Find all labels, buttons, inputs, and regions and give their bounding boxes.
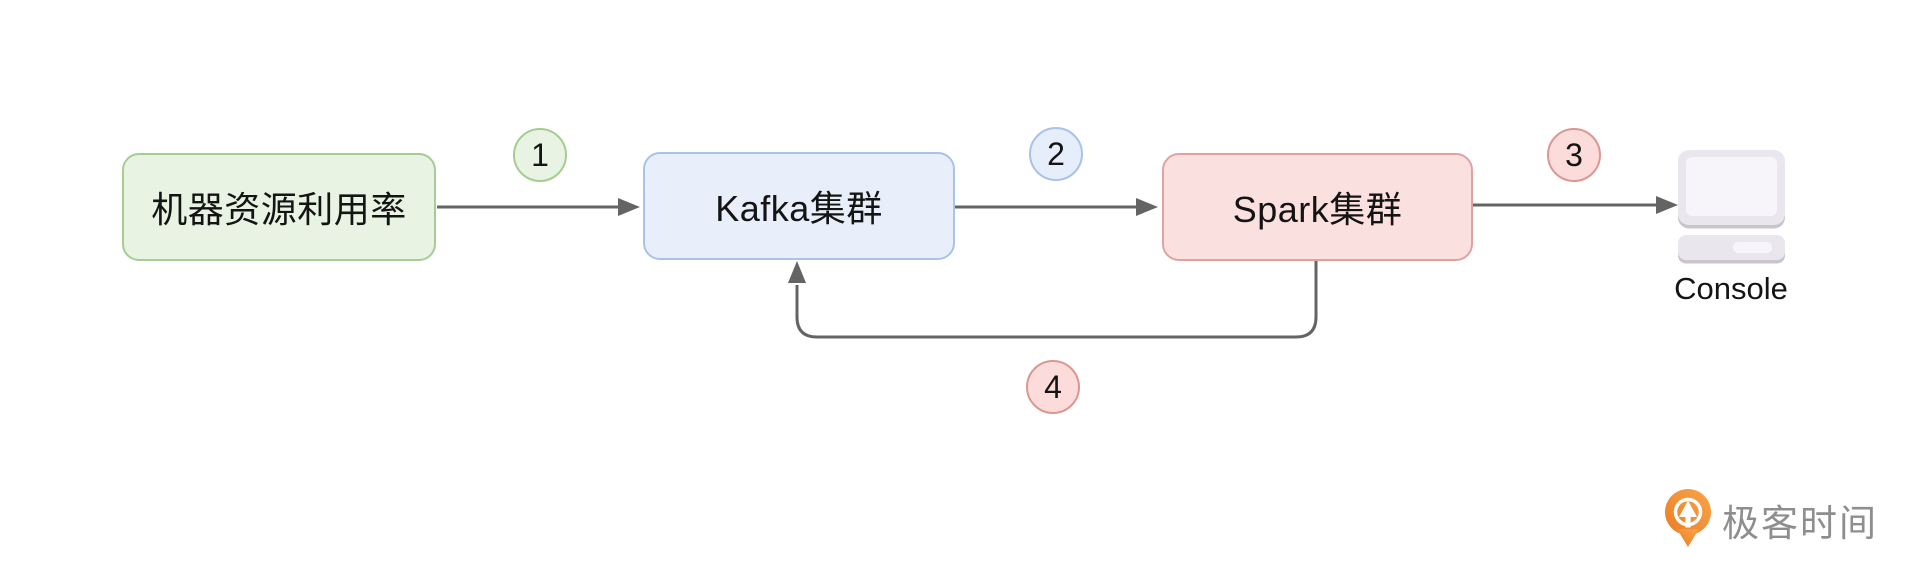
console-label: Console [1674,271,1788,306]
step-badge-4-label: 4 [1044,368,1062,405]
brand-footer: 极客时间 [1664,489,1878,550]
node-kafka-cluster: Kafka集群 [643,152,955,260]
keyboard-icon [1677,235,1785,260]
arrow-spark-to-console [1473,196,1678,214]
arrow-machine-to-kafka [437,198,640,216]
step-badge-3-label: 3 [1565,136,1583,173]
step-badge-3: 3 [1547,128,1601,182]
step-badge-2-label: 2 [1047,135,1065,172]
step-badge-2: 2 [1029,127,1083,181]
monitor-screen [1685,157,1777,216]
node-kafka-label: Kafka集群 [715,188,883,229]
step-badge-1-label: 1 [531,136,549,173]
node-machine-label: 机器资源利用率 [151,189,407,230]
arrow-kafka-to-spark [955,198,1158,216]
monitor-icon [1677,150,1785,225]
node-spark-label: Spark集群 [1232,189,1403,230]
step-badge-4: 4 [1026,360,1080,414]
keyboard-key [1732,242,1772,253]
geektime-logo-icon [1665,489,1711,547]
node-machine-utilization: 机器资源利用率 [122,153,436,261]
node-spark-cluster: Spark集群 [1162,153,1473,261]
step-badge-1: 1 [513,128,567,182]
arrow-spark-to-kafka-loop [788,261,1318,339]
brand-text: 极客时间 [1722,502,1878,544]
console-node: Console [1661,150,1801,307]
